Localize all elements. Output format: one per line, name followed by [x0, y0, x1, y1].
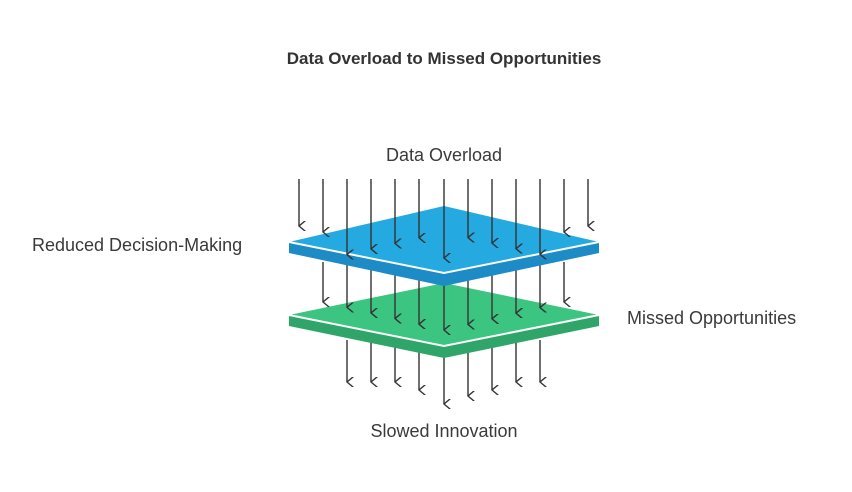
label-reduced-decision-making: Reduced Decision-Making: [32, 235, 243, 255]
green-layer-side: [289, 315, 599, 358]
green-layer-edge: [288, 314, 600, 348]
blue-layer-edge: [288, 241, 600, 275]
arrows-top-group: [298, 179, 588, 258]
label-data-overload: Data Overload: [385, 145, 503, 165]
blue-layer-side: [289, 242, 599, 286]
label-missed-opportunities: Missed Opportunities: [627, 308, 797, 328]
label-slowed-innovation: Slowed Innovation: [370, 421, 518, 441]
diagram-title: Data Overload to Missed Opportunities: [286, 49, 602, 68]
